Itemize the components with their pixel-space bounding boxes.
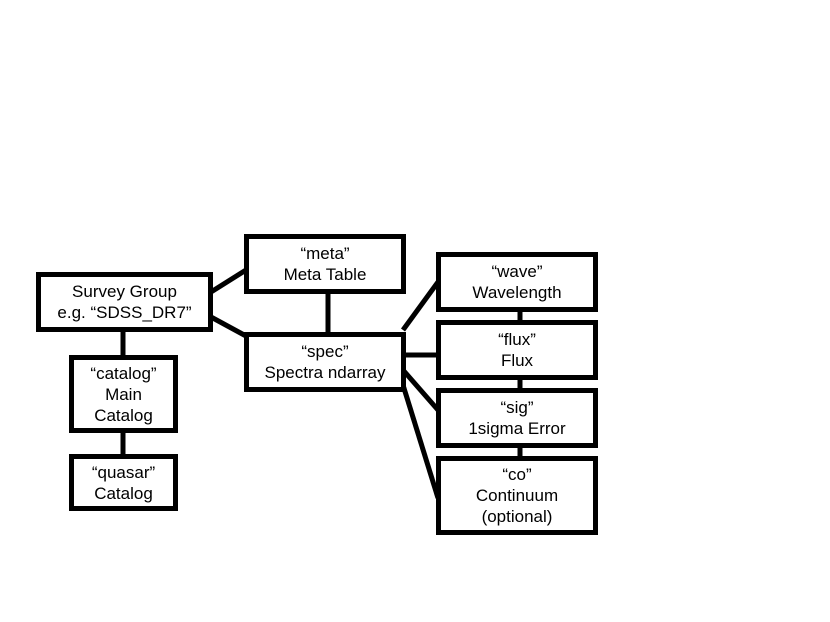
node-label-line: “wave” xyxy=(491,262,543,281)
node-label-line: Survey Group xyxy=(72,282,177,301)
sig-node: “sig” 1sigma Error xyxy=(436,388,598,448)
edge-spec-co xyxy=(400,384,441,499)
node-label-line: e.g. “SDSS_DR7” xyxy=(57,303,192,322)
catalog-node: “catalog” Main Catalog xyxy=(69,355,178,433)
node-label-line: Flux xyxy=(500,351,534,370)
node-label-line: Catalog xyxy=(94,483,153,503)
edge-spec-wave xyxy=(400,280,441,332)
node-label-line: Continuum xyxy=(475,486,559,505)
node-label-line: (optional) xyxy=(481,507,553,526)
node-label-line: “spec” xyxy=(301,342,349,361)
node-label-line: Wavelength xyxy=(472,283,562,302)
flux-node: “flux” Flux xyxy=(436,320,598,380)
node-label-line: “meta” xyxy=(300,244,350,263)
spec-node: “spec” Spectra ndarray xyxy=(244,332,406,392)
wave-node: “wave” Wavelength xyxy=(436,252,598,312)
node-label-line: Catalog xyxy=(94,405,153,425)
quasar-node: “quasar” Catalog xyxy=(69,454,178,511)
edge-spec-sig xyxy=(401,368,440,412)
node-label-line: “catalog” xyxy=(90,363,157,383)
node-label-line: “flux” xyxy=(498,330,536,349)
co-node: “co” Continuum (optional) xyxy=(436,456,598,535)
edge-survey-meta xyxy=(209,267,248,295)
survey-group-node: Survey Group e.g. “SDSS_DR7” xyxy=(36,272,213,332)
node-label-line: “sig” xyxy=(500,398,534,417)
node-label-line: Meta Table xyxy=(283,265,367,284)
node-label-line: “co” xyxy=(502,465,532,484)
meta-node: “meta” Meta Table xyxy=(244,234,406,294)
edge-survey-spec xyxy=(209,314,248,339)
node-label-line: 1sigma Error xyxy=(468,419,566,438)
node-label-line: Spectra ndarray xyxy=(264,363,386,382)
node-label-line: “quasar” xyxy=(91,462,156,482)
node-label-line: Main xyxy=(105,384,142,404)
